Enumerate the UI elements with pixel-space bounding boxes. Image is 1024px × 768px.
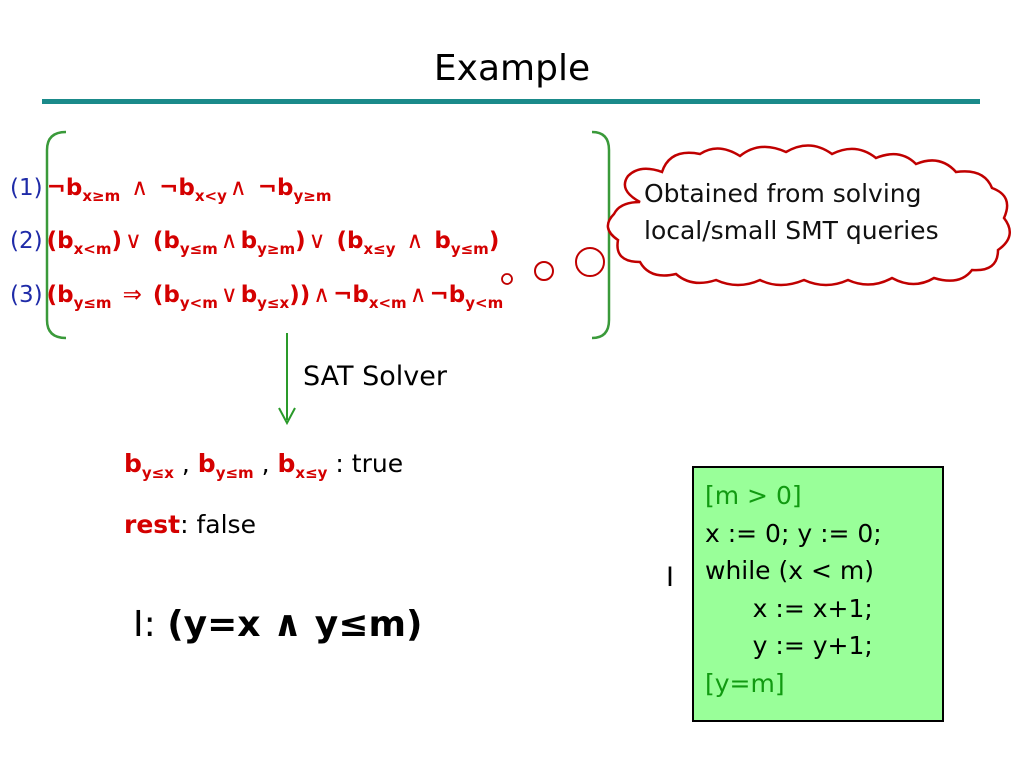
assignment-subscript: y≤m — [215, 464, 254, 482]
formula-subscript: y≥m — [293, 187, 332, 205]
formula-subscript: y<m — [465, 294, 504, 312]
invariant: I: (y=x ∧ y≤m) — [133, 600, 422, 650]
cloud-text: Obtained from solving local/small SMT qu… — [644, 175, 1004, 249]
formula-subscript: x≤y — [363, 240, 396, 258]
code-line: while (x < m) — [705, 556, 875, 585]
formula-operator: ∨ — [124, 228, 142, 254]
title-divider — [42, 99, 980, 104]
formula-paren: )) — [289, 282, 311, 308]
formula-term: b — [240, 228, 258, 254]
formula-operator: ∧ — [313, 282, 331, 308]
formula-subscript: y≤m — [450, 240, 489, 258]
formula-term: b — [240, 282, 258, 308]
marker-circle-small — [501, 273, 513, 285]
assignment-separator: , — [173, 449, 198, 478]
slide-title: Example — [433, 48, 591, 89]
assignment-separator: , — [253, 449, 278, 478]
formula-term: b — [434, 228, 451, 254]
left-bracket — [45, 130, 67, 340]
rest-assignment: rest: false — [124, 505, 256, 545]
formula-operator: ∧ — [409, 282, 427, 308]
formula-subscript: y≤m — [179, 240, 218, 258]
formula-term: ¬b — [46, 175, 83, 201]
formula-term: (b — [336, 228, 364, 254]
assignment-var: b — [124, 449, 142, 478]
formula-operator: ∨ — [308, 228, 326, 254]
formula-paren: ) — [111, 228, 122, 254]
formula-operator: ∧ — [131, 175, 149, 201]
formula-operator: ∧ — [229, 175, 247, 201]
formula-subscript: x≥m — [82, 187, 121, 205]
code-line: y := y+1; — [705, 631, 873, 660]
formula-subscript: x<m — [368, 294, 407, 312]
formula-operator: ∨ — [220, 282, 238, 308]
formula-term: ¬b — [159, 175, 195, 201]
formula-term: ¬b — [257, 175, 294, 201]
code-box: [m > 0] x := 0; y := 0; while (x < m) x … — [692, 466, 944, 722]
rest-suffix: : false — [180, 510, 256, 539]
formula-operator: ∧ — [406, 228, 424, 254]
formula-paren: ) — [295, 228, 306, 254]
formula-line-3: (3)(by≤m ⇒ (by<m∨by≤x))∧¬bx<m∧¬by<m — [10, 273, 503, 317]
assignment-var: b — [197, 449, 216, 478]
formula-term: (b — [152, 282, 180, 308]
formula-term: (b — [46, 282, 74, 308]
code-precondition: [m > 0] — [705, 481, 802, 510]
formula-operator: ∧ — [220, 228, 238, 254]
rest-label: rest — [124, 510, 181, 539]
formula-operator: ⇒ — [122, 282, 142, 308]
formula-term: (b — [46, 228, 74, 254]
right-bracket — [591, 130, 611, 340]
formula-line-1: (1)¬bx≥m ∧ ¬bx<y∧ ¬by≥m — [10, 166, 331, 210]
true-assignment: by≤x , by≤m , bx≤y : true — [124, 444, 403, 493]
formula-subscript: y≤x — [257, 294, 290, 312]
assignment-subscript: x≤y — [295, 464, 328, 482]
formula-subscript: x<y — [194, 187, 227, 205]
formula-subscript: y≥m — [257, 240, 296, 258]
sat-solver-label: SAT Solver — [303, 361, 447, 392]
assignment-var: b — [277, 449, 296, 478]
invariant-formula: (y=x ∧ y≤m) — [167, 604, 423, 645]
marker-circle-large — [575, 247, 605, 277]
thought-cloud — [606, 144, 1011, 287]
sat-arrow-head — [278, 407, 296, 426]
formula-number: (3) — [10, 282, 43, 308]
code-line: x := x+1; — [705, 593, 873, 623]
formula-term: ¬b — [333, 282, 369, 308]
marker-circle-medium — [534, 261, 554, 281]
cloud-text-line: Obtained from solving — [644, 179, 922, 208]
cloud-text-line: local/small SMT queries — [644, 216, 939, 245]
formula-paren: ) — [488, 228, 500, 254]
assignment-subscript: y≤x — [141, 464, 174, 482]
code-line: x := 0; y := 0; — [705, 518, 882, 548]
cloud-outline — [606, 144, 1011, 287]
assignment-suffix: : true — [327, 449, 404, 478]
formula-term: ¬b — [429, 282, 466, 308]
invariant-prefix: I: — [133, 604, 168, 645]
formula-number: (1) — [10, 175, 43, 201]
formula-subscript: x<m — [73, 240, 112, 258]
formula-subscript: y≤m — [73, 294, 112, 312]
invariant-marker: I — [666, 562, 674, 593]
code-postcondition: [y=m] — [705, 668, 785, 698]
formula-subscript: y<m — [179, 294, 218, 312]
formula-term: (b — [152, 228, 180, 254]
formula-line-2: (2)(bx<m)∨ (by≤m∧by≥m)∨ (bx≤y ∧ by≤m) — [10, 219, 499, 263]
formula-number: (2) — [10, 228, 43, 254]
